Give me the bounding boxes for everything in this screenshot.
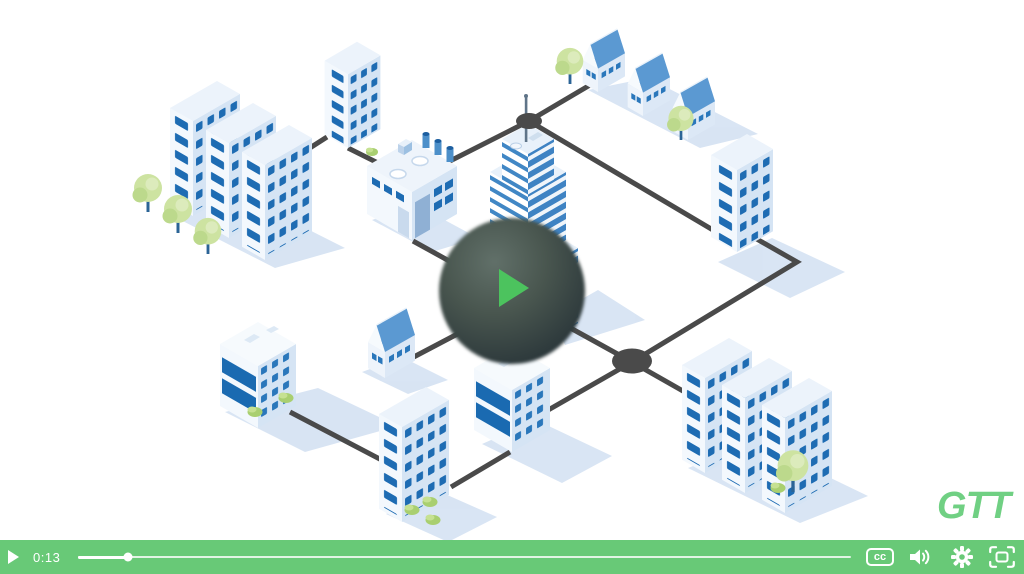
progress-rail bbox=[78, 556, 851, 558]
play-icon[interactable] bbox=[499, 269, 529, 307]
factory-building bbox=[367, 132, 457, 240]
progress-knob[interactable] bbox=[123, 552, 133, 562]
settings-icon bbox=[951, 546, 973, 568]
network-hub-nodes bbox=[516, 113, 652, 374]
progress-played bbox=[78, 555, 129, 559]
player-control-bar: 0:13 cc bbox=[0, 540, 1024, 574]
building-midrise-top bbox=[324, 41, 381, 148]
current-time: 0:13 bbox=[33, 550, 61, 565]
volume-icon bbox=[910, 549, 930, 565]
captions-icon: cc bbox=[873, 550, 887, 563]
progress-bar[interactable] bbox=[78, 552, 851, 562]
settings-button[interactable] bbox=[951, 546, 973, 568]
hub-node-bottom bbox=[612, 348, 652, 374]
play-pause-button[interactable] bbox=[8, 550, 19, 564]
fullscreen-icon bbox=[989, 546, 1015, 568]
hub-node-top bbox=[516, 113, 542, 129]
factory-chimneys bbox=[422, 132, 454, 162]
brand-logo: GTT bbox=[937, 485, 1011, 527]
building-midrise-right bbox=[711, 134, 773, 252]
volume-button[interactable] bbox=[908, 547, 932, 567]
captions-button[interactable]: cc bbox=[866, 548, 894, 566]
fullscreen-button[interactable] bbox=[989, 546, 1015, 568]
house-1 bbox=[582, 28, 626, 93]
